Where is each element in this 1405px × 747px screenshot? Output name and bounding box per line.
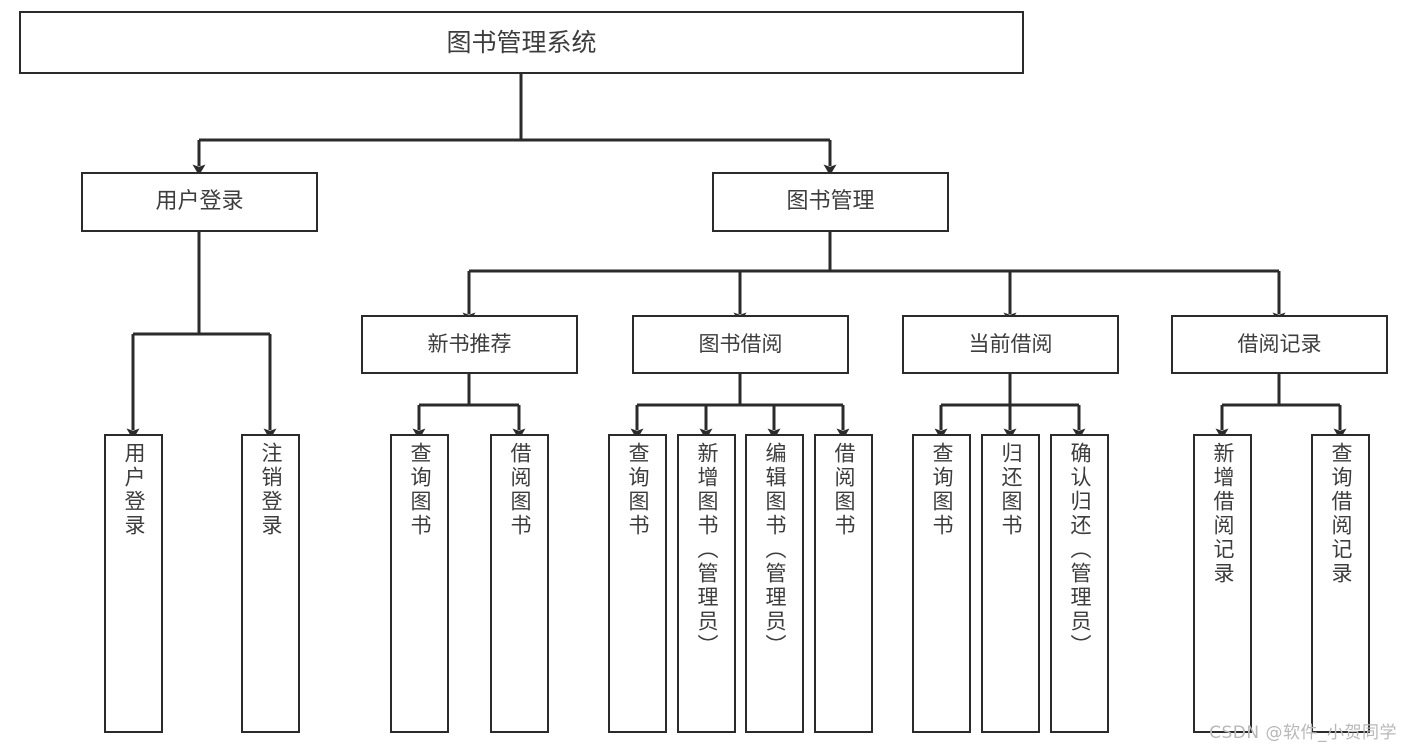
node-leaf-borrow-book-1-label: 借阅图书 xyxy=(508,442,532,538)
node-book-manage-label: 图书管理 xyxy=(786,188,875,214)
node-leaf-confirm-return[interactable]: 确认归还（管理员） xyxy=(1050,434,1109,733)
node-current-borrow-label: 当前借阅 xyxy=(968,331,1053,356)
node-leaf-query-book-2[interactable]: 查询图书 xyxy=(608,434,667,733)
node-current-borrow[interactable]: 当前借阅 xyxy=(902,315,1119,374)
node-book-borrow-label: 图书借阅 xyxy=(698,331,783,356)
node-new-book-rec-label: 新书推荐 xyxy=(427,331,512,356)
node-root[interactable]: 图书管理系统 xyxy=(19,11,1024,74)
watermark-text: CSDN @软件_小贺同学 xyxy=(1209,723,1397,743)
node-leaf-query-record[interactable]: 查询借阅记录 xyxy=(1311,434,1370,733)
node-leaf-user-login[interactable]: 用户登录 xyxy=(104,434,163,733)
node-new-book-rec[interactable]: 新书推荐 xyxy=(361,315,578,374)
node-leaf-return-book[interactable]: 归还图书 xyxy=(981,434,1040,733)
node-leaf-add-book-label: 新增图书（管理员） xyxy=(695,442,719,658)
node-leaf-query-book-1-label: 查询图书 xyxy=(408,442,432,538)
node-leaf-return-book-label: 归还图书 xyxy=(999,442,1023,538)
node-leaf-query-book-3[interactable]: 查询图书 xyxy=(912,434,971,733)
node-leaf-borrow-book-1[interactable]: 借阅图书 xyxy=(490,434,549,733)
node-user-login[interactable]: 用户登录 xyxy=(81,172,318,232)
node-leaf-add-record-label: 新增借阅记录 xyxy=(1211,442,1235,586)
node-book-borrow[interactable]: 图书借阅 xyxy=(632,315,849,374)
node-borrow-record[interactable]: 借阅记录 xyxy=(1171,315,1388,374)
node-leaf-user-logout[interactable]: 注销登录 xyxy=(241,434,300,733)
node-borrow-record-label: 借阅记录 xyxy=(1237,331,1322,356)
node-leaf-add-book[interactable]: 新增图书（管理员） xyxy=(677,434,736,733)
node-user-login-label: 用户登录 xyxy=(155,188,244,214)
node-leaf-query-record-label: 查询借阅记录 xyxy=(1329,442,1353,586)
node-leaf-add-record[interactable]: 新增借阅记录 xyxy=(1193,434,1252,733)
node-leaf-borrow-book-2[interactable]: 借阅图书 xyxy=(814,434,873,733)
node-leaf-edit-book-label: 编辑图书（管理员） xyxy=(763,442,787,658)
node-leaf-borrow-book-2-label: 借阅图书 xyxy=(832,442,856,538)
node-leaf-query-book-3-label: 查询图书 xyxy=(930,442,954,538)
node-leaf-query-book-2-label: 查询图书 xyxy=(626,442,650,538)
node-leaf-query-book-1[interactable]: 查询图书 xyxy=(390,434,449,733)
node-leaf-user-logout-label: 注销登录 xyxy=(259,442,283,538)
node-book-manage[interactable]: 图书管理 xyxy=(712,172,949,232)
node-root-label: 图书管理系统 xyxy=(446,27,597,57)
node-leaf-edit-book[interactable]: 编辑图书（管理员） xyxy=(745,434,804,733)
node-leaf-confirm-return-label: 确认归还（管理员） xyxy=(1068,442,1092,658)
node-leaf-user-login-label: 用户登录 xyxy=(122,442,146,538)
